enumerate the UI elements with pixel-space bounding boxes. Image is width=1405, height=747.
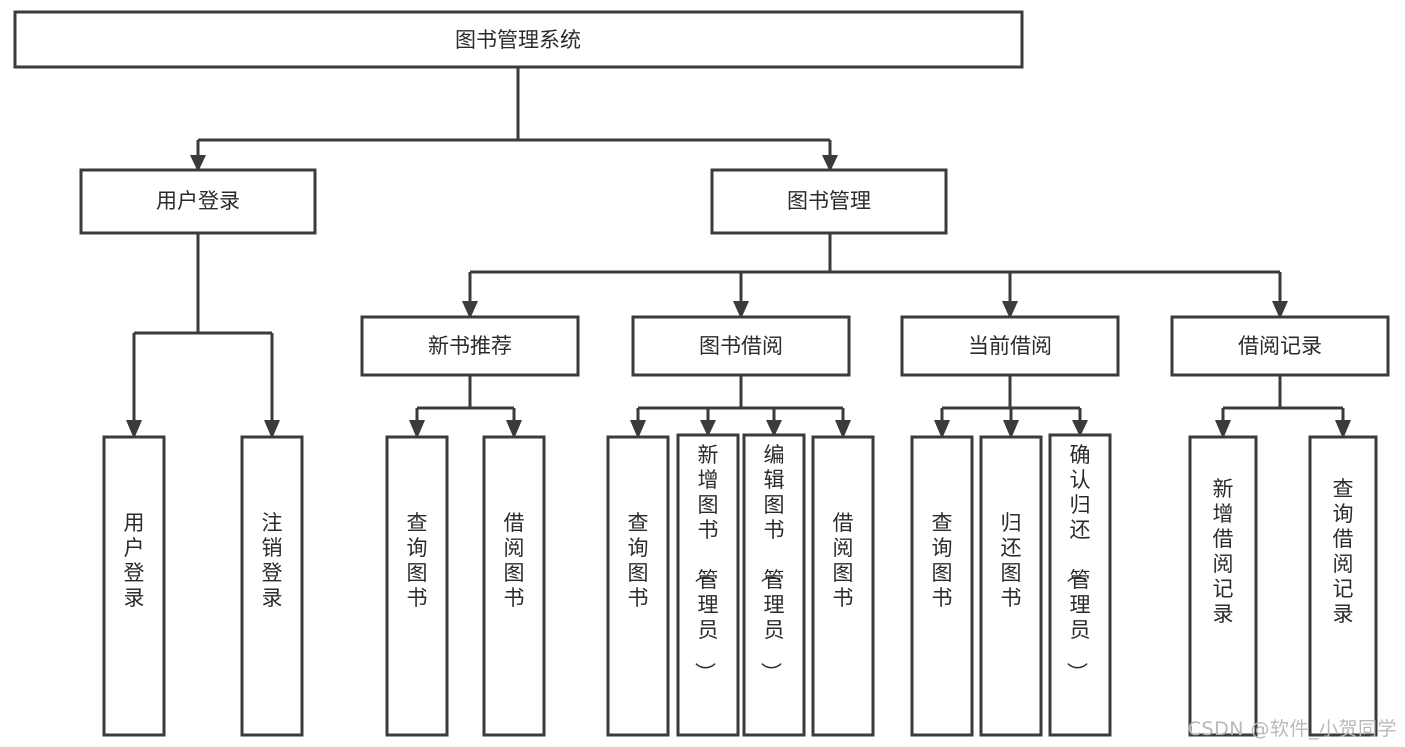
leaf-return-book[interactable]: 归还图书 — [979, 435, 1043, 737]
leaf-return-book-box[interactable] — [979, 435, 1043, 737]
arrowhead-bo-leaf2 — [700, 420, 716, 437]
leaf-query-book-cu-label: 查询图书 — [932, 511, 953, 610]
leaf-return-book-label: 归还图书 — [1001, 511, 1022, 610]
current-borrow-label: 当前借阅 — [968, 334, 1052, 358]
leaf-edit-book-admin[interactable]: 编辑图书（管理员） — [742, 433, 806, 737]
root-label: 图书管理系统 — [455, 28, 581, 52]
arrowhead-bo-leaf3 — [766, 420, 782, 437]
node-level2-user-login[interactable]: 用户登录 — [79, 168, 317, 235]
arrowhead-nb-leaf1 — [409, 420, 425, 439]
leaf-borrow-book-bo-label: 借阅图书 — [833, 511, 854, 610]
leaf-borrow-book-nb-box[interactable] — [482, 435, 546, 737]
leaf-add-book-admin[interactable]: 新增图书（管理员） — [676, 433, 740, 737]
leaf-user-login-label: 用户登录 — [124, 511, 145, 610]
leaf-user-login-box[interactable] — [102, 435, 166, 737]
leaf-confirm-return-admin[interactable]: 确认归还（管理员） — [1048, 433, 1112, 737]
book-borrow-label: 图书借阅 — [699, 334, 783, 358]
leaf-confirm-return-admin-box[interactable] — [1048, 433, 1112, 737]
arrowhead-borrow — [733, 301, 749, 319]
leaf-query-book-bo-label: 查询图书 — [628, 511, 649, 610]
arrowhead-nb-leaf2 — [506, 420, 522, 439]
leaf-add-borrow-record-box[interactable] — [1188, 435, 1258, 737]
arrowhead-leaf-logout — [264, 420, 280, 439]
node-level3-new-book-recommend[interactable]: 新书推荐 — [360, 315, 580, 377]
csdn-watermark: CSDN @软件_小贺同学 — [1187, 718, 1397, 740]
new-book-recommend-label: 新书推荐 — [428, 334, 512, 358]
leaf-add-borrow-record-label: 新增借阅记录 — [1213, 477, 1234, 626]
current-borrow-box[interactable] — [900, 315, 1120, 377]
book-borrow-box[interactable] — [631, 315, 851, 377]
user-login-box[interactable] — [79, 168, 317, 235]
arrowhead-re-leaf1 — [1215, 420, 1231, 439]
leaf-query-borrow-record-box[interactable] — [1308, 435, 1378, 737]
leaf-query-borrow-record[interactable]: 查询借阅记录 — [1308, 435, 1378, 737]
arrowhead-bo-leaf4 — [835, 420, 851, 439]
user-login-label: 用户登录 — [156, 189, 240, 213]
arrowhead-re-leaf2 — [1335, 420, 1351, 439]
arrowhead-cu-leaf3 — [1072, 420, 1088, 437]
arrowhead-leaf-user-login — [126, 420, 142, 439]
leaf-borrow-book-bo[interactable]: 借阅图书 — [811, 435, 875, 737]
leaf-borrow-book-bo-box[interactable] — [811, 435, 875, 737]
borrow-record-label: 借阅记录 — [1238, 334, 1322, 358]
leaf-query-book-cu[interactable]: 查询图书 — [910, 435, 974, 737]
leaf-add-book-admin-box[interactable] — [676, 433, 740, 737]
leaf-user-login[interactable]: 用户登录 — [102, 435, 166, 737]
book-management-label: 图书管理 — [787, 189, 871, 213]
leaf-query-book-nb[interactable]: 查询图书 — [385, 435, 449, 737]
leaf-edit-book-admin-label: 编辑图书（管理员） — [759, 443, 785, 683]
arrowhead-newbook — [462, 301, 478, 319]
leaf-query-book-nb-label: 查询图书 — [407, 511, 428, 610]
new-book-recommend-box[interactable] — [360, 315, 580, 377]
leaf-add-book-admin-label: 新增图书（管理员） — [693, 443, 719, 683]
arrowhead-cu-leaf2 — [1003, 420, 1019, 439]
leaf-logout-label: 注销登录 — [262, 511, 283, 610]
arrowhead-current — [1002, 301, 1018, 319]
arrowhead-user-login — [190, 155, 206, 172]
leaf-logout-box[interactable] — [240, 435, 304, 737]
connector-layer — [126, 67, 1351, 439]
arrowhead-record — [1272, 301, 1288, 319]
arrowhead-bo-leaf1 — [630, 420, 646, 439]
leaf-query-book-cu-box[interactable] — [910, 435, 974, 737]
leaf-query-book-bo[interactable]: 查询图书 — [606, 435, 670, 737]
leaf-query-borrow-record-label: 查询借阅记录 — [1333, 477, 1354, 626]
node-root[interactable]: 图书管理系统 — [13, 10, 1024, 69]
leaf-query-book-nb-box[interactable] — [385, 435, 449, 737]
leaf-query-book-bo-box[interactable] — [606, 435, 670, 737]
node-level3-borrow-record[interactable]: 借阅记录 — [1170, 315, 1390, 377]
borrow-record-box[interactable] — [1170, 315, 1390, 377]
leaf-confirm-return-admin-label: 确认归还（管理员） — [1065, 443, 1091, 683]
leaf-borrow-book-nb[interactable]: 借阅图书 — [482, 435, 546, 737]
arrowhead-cu-leaf1 — [934, 420, 950, 439]
leaf-edit-book-admin-box[interactable] — [742, 433, 806, 737]
arrowhead-book-mgmt — [822, 155, 838, 172]
node-level2-book-management[interactable]: 图书管理 — [710, 168, 948, 235]
root-box[interactable] — [13, 10, 1024, 69]
node-level3-current-borrow[interactable]: 当前借阅 — [900, 315, 1120, 377]
leaf-logout[interactable]: 注销登录 — [240, 435, 304, 737]
node-level3-book-borrow[interactable]: 图书借阅 — [631, 315, 851, 377]
leaf-borrow-book-nb-label: 借阅图书 — [504, 511, 525, 610]
book-management-box[interactable] — [710, 168, 948, 235]
leaf-add-borrow-record[interactable]: 新增借阅记录 — [1188, 435, 1258, 737]
